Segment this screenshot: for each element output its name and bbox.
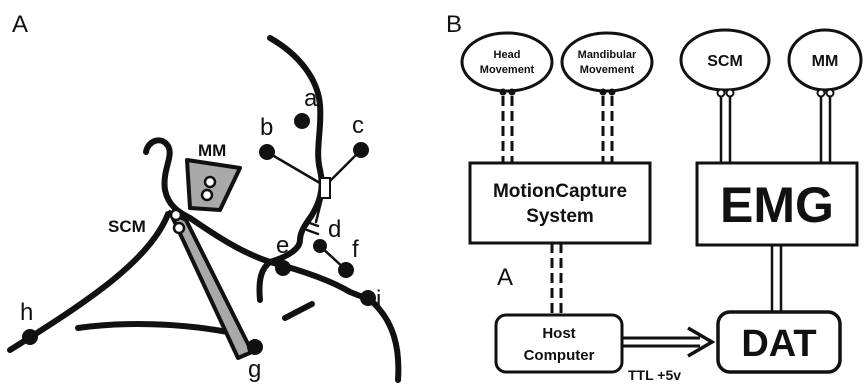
mm-label: MM: [198, 141, 226, 160]
ttl-trigger-label: TTL +5v: [628, 367, 681, 383]
emg-electrode-connectors: [716, 88, 835, 98]
motion-sensor-links: [501, 96, 614, 163]
connection-label: A: [497, 264, 513, 291]
marker-cluster: [265, 148, 363, 236]
svg-text:EMG: EMG: [720, 177, 834, 233]
panel-b: B Head Movement Mandibular Movement SCM …: [446, 11, 863, 383]
clavicle-outline: [75, 321, 241, 337]
svg-text:Head: Head: [494, 49, 521, 61]
svg-text:g: g: [248, 356, 261, 383]
sensor-mm: MM: [787, 28, 863, 92]
emg-block: EMG: [695, 161, 859, 247]
motion-capture-host-link: [550, 243, 563, 315]
emg-dat-link: [770, 245, 783, 312]
ttl-trigger-arrow: [622, 326, 716, 358]
svg-text:Movement: Movement: [480, 64, 535, 76]
sensor-head-movement: Head Movement: [460, 31, 554, 93]
scm-electrodes: [169, 208, 186, 235]
svg-text:System: System: [526, 206, 594, 227]
motion-capture-system-block: MotionCapture System: [468, 161, 652, 245]
dat-block: DAT: [716, 310, 842, 374]
mm-electrodes: [200, 175, 217, 202]
svg-text:MotionCapture: MotionCapture: [493, 181, 627, 202]
svg-text:Movement: Movement: [580, 64, 635, 76]
svg-text:b: b: [260, 114, 273, 141]
ear-outline: [143, 137, 193, 221]
svg-text:SCM: SCM: [707, 53, 743, 70]
svg-text:h: h: [20, 299, 33, 326]
svg-text:c: c: [352, 112, 364, 139]
emg-sensor-links: [719, 97, 832, 163]
throat-stroke: [282, 301, 315, 321]
host-computer-block: Host Computer: [494, 313, 624, 374]
svg-text:MM: MM: [812, 53, 839, 70]
svg-text:d: d: [328, 216, 341, 243]
marker-a: a: [294, 85, 318, 129]
neck-front-outline: [187, 215, 273, 265]
marker-e: e: [275, 232, 291, 276]
marker-c: c: [352, 112, 369, 158]
marker-f: f: [338, 236, 359, 278]
panel-b-label: B: [446, 11, 462, 38]
sensor-scm: SCM: [679, 28, 771, 92]
marker-d: d: [313, 216, 341, 253]
shoulder-right-outline: [365, 295, 402, 383]
marker-g: g: [247, 339, 263, 383]
svg-text:DAT: DAT: [741, 323, 816, 365]
sensor-mandibular-movement: Mandibular Movement: [560, 31, 654, 93]
panel-a: A MM SCM: [7, 11, 402, 383]
svg-text:i: i: [376, 286, 381, 313]
svg-text:a: a: [304, 85, 318, 112]
marker-h: h: [20, 299, 38, 345]
svg-text:f: f: [352, 236, 359, 263]
sensor-connectors: [499, 88, 616, 96]
svg-text:Computer: Computer: [524, 347, 595, 364]
neck-back-outline: [7, 211, 171, 353]
svg-text:Host: Host: [542, 325, 575, 342]
marker-b: b: [259, 114, 275, 160]
scm-label: SCM: [108, 217, 146, 236]
svg-text:Mandibular: Mandibular: [578, 49, 637, 61]
panel-a-label: A: [12, 11, 28, 38]
svg-text:e: e: [276, 232, 289, 259]
marker-i: i: [360, 286, 381, 313]
